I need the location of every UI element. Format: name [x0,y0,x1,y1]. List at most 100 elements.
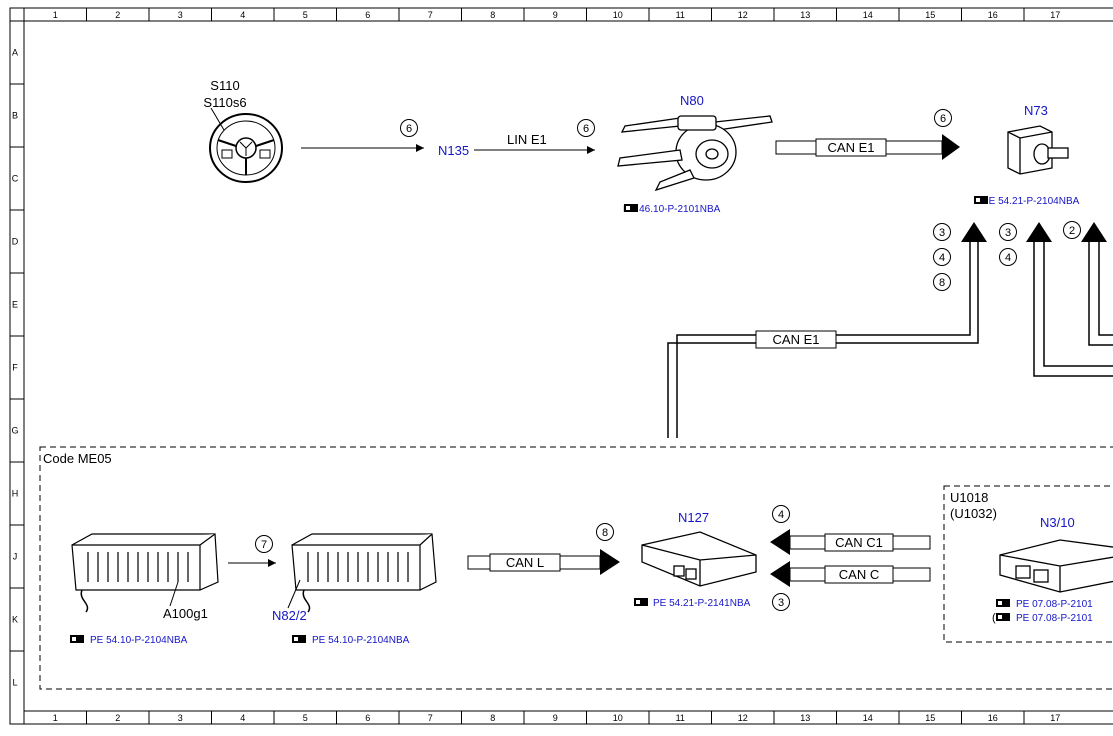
column-label: 11 [676,713,685,723]
battery-icon [71,533,219,613]
svg-text:6: 6 [583,123,589,135]
column-label: 9 [553,10,558,20]
svg-text:4: 4 [778,509,784,521]
s110s6-label: S110s6 [203,95,246,110]
column-label: 5 [303,713,308,723]
column-label: 15 [925,10,935,20]
n127-ref: PE 54.21-P-2141NBA [653,598,751,609]
book-icon [996,599,1010,607]
can-c1-bus: CAN C1 [770,529,931,555]
s110-label: S110 [210,78,239,93]
circled-marker: 6 [400,119,418,137]
column-label: 13 [800,10,810,20]
a100g1-battery: A100g1 PE 54.10-P-2104NBA [71,533,219,646]
column-label: 9 [553,713,558,723]
a100g1-label: A100g1 [163,606,208,621]
column-label: 2 [115,713,120,723]
n3-10-ref2: PE 07.08-P-2101 [1016,613,1093,624]
row-label: K [12,615,18,625]
n82-2-label: N82/2 [272,608,307,623]
steering-column-module-icon [617,115,773,192]
row-label: F [12,363,18,373]
lin-e1-label: LIN E1 [507,132,547,147]
svg-text:4: 4 [1005,252,1011,264]
marker-group: 6 6 6 3 4 8 3 4 2 7 8 4 3 [255,109,1081,611]
svg-text:8: 8 [939,277,945,289]
column-label: 5 [303,10,308,20]
column-label: 2 [115,10,120,20]
column-label: 8 [490,713,495,723]
row-label: A [12,48,18,58]
n82-2-battery-control-unit: N82/2 PE 54.10-P-2104NBA [272,533,437,646]
n3-10-engine-control-unit: N3/10 PE 07.08-P-2101 ( PE 07.08-P-2101 [992,515,1113,624]
can-e1-top-label: CAN E1 [828,140,875,155]
can-l-bus: CAN L [467,549,620,575]
svg-text:4: 4 [939,252,945,264]
book-icon [292,635,306,643]
column-label: 1 [53,713,58,723]
column-label: 15 [925,713,935,723]
circled-marker: 3 [933,223,951,241]
column-label: 11 [676,10,685,20]
column-label: 12 [738,713,748,723]
can-l-label: CAN L [506,555,544,570]
column-label: 7 [428,10,433,20]
can-c-label: CAN C [839,567,879,582]
column-label: 14 [863,713,873,723]
circled-marker: 6 [934,109,952,127]
code-me05-label: Code ME05 [43,451,112,466]
circled-marker: 6 [577,119,595,137]
column-label: 16 [988,10,998,20]
circled-marker: 4 [933,248,951,266]
steering-wheel-s110: S110 S110s6 [203,78,283,183]
column-label: 10 [613,10,623,20]
column-label: 4 [240,10,245,20]
row-label: C [12,174,19,184]
n73-ref: PE 54.21-P-2104NBA [982,196,1080,207]
column-label: 13 [800,713,810,723]
row-label: J [13,552,18,562]
row-label: E [12,300,18,310]
svg-text:8: 8 [602,527,608,539]
svg-text:7: 7 [261,539,267,551]
book-icon [624,204,638,212]
n127-control-unit: N127 PE 54.21-P-2141NBA [641,510,757,609]
circled-marker: 8 [596,523,614,541]
column-label: 16 [988,713,998,723]
column-label: 3 [178,713,183,723]
svg-text:3: 3 [778,597,784,609]
circled-marker: 3 [999,223,1017,241]
svg-text:(: ( [992,612,996,624]
row-label: D [12,237,19,247]
svg-text:3: 3 [1005,227,1011,239]
a100g1-ref: PE 54.10-P-2104NBA [90,635,188,646]
can-e1-mid-label: CAN E1 [773,332,820,347]
n127-label: N127 [678,510,709,525]
engine-control-unit-icon [999,539,1113,593]
circled-marker: 7 [255,535,273,553]
row-label: L [12,678,17,688]
can-c-bus: CAN C [770,561,931,587]
book-icon [996,613,1010,621]
control-unit-icon [641,531,757,587]
column-label: 7 [428,713,433,723]
n80-steering-column-module: N80 PE 46.10-P-2101NBA [617,93,773,215]
n80-ref: PE 46.10-P-2101NBA [623,204,721,215]
can-c1-label: CAN C1 [835,535,883,550]
circled-marker: 8 [933,273,951,291]
can-e1-top-bus: CAN E1 [775,134,960,160]
book-icon [70,635,84,643]
column-label: 1 [53,10,58,20]
u1032-label: (U1032) [950,506,997,521]
n82-2-ref: PE 54.10-P-2104NBA [312,635,410,646]
circled-marker: 4 [772,505,790,523]
row-label: H [12,489,19,499]
circled-marker: 4 [999,248,1017,266]
n73-label: N73 [1024,103,1048,118]
column-label: 8 [490,10,495,20]
svg-text:3: 3 [939,227,945,239]
svg-text:6: 6 [406,123,412,135]
u1018-label: U1018 [950,490,988,505]
